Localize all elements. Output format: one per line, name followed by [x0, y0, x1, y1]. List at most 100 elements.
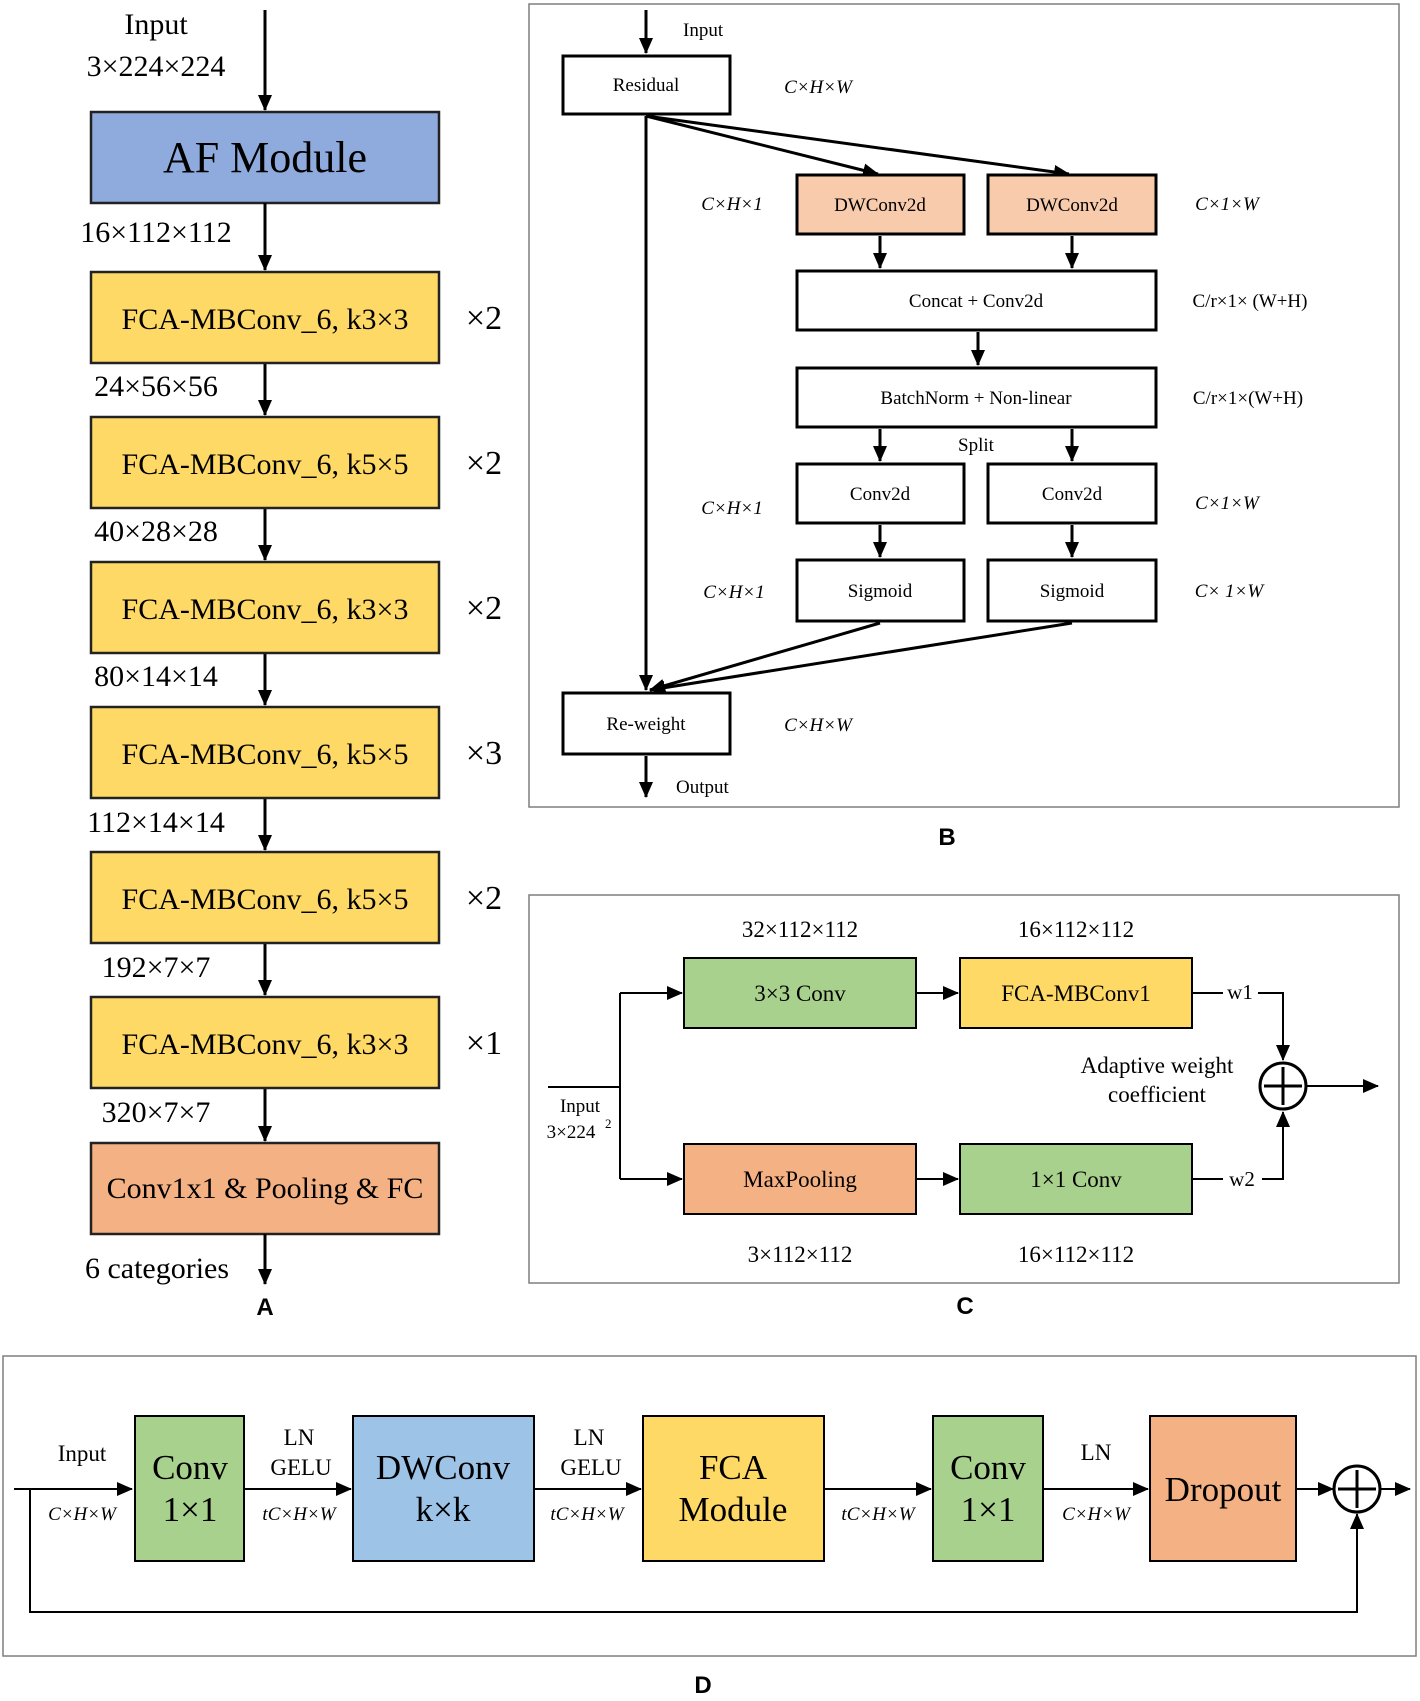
arrow-sig-left-reweight: [649, 621, 881, 693]
dwconv-right-box: [986, 173, 1158, 236]
conv1-box: [959, 1143, 1193, 1215]
panel-d-input: Input: [58, 1441, 107, 1466]
repeat-label-1: ×2: [466, 300, 502, 337]
dropout-label: Dropout: [1165, 1470, 1282, 1509]
dim-label-7: 320×7×7: [102, 1096, 211, 1129]
conv-right-label: Conv2d: [1042, 484, 1103, 505]
arrow-w1-sum: [1258, 992, 1290, 1061]
reweight-label: Re-weight: [606, 714, 686, 735]
fca-block-label-6: FCA-MBConv_6, k3×3: [122, 1028, 409, 1061]
fca-l1: FCA: [699, 1448, 768, 1487]
residual-label: Residual: [613, 75, 680, 96]
repeat-label-4: ×3: [466, 735, 502, 772]
dim-label-5: 112×14×14: [87, 806, 225, 839]
panel-a-stack: 16×112×112 24×56×56 40×28×28 80×14×14 112×14…: [80, 203, 502, 1142]
fca-block-label-5: FCA-MBConv_6, k5×5: [122, 883, 409, 916]
fca-block-2: [89, 415, 441, 510]
conv3-label: 3×3 Conv: [754, 981, 846, 1006]
dim-left-1: C×H×1: [701, 194, 763, 215]
dim-conv3: 32×112×112: [742, 917, 858, 942]
fca-mbconv1-box: [959, 957, 1193, 1029]
dim-left-2: C×H×1: [701, 498, 763, 519]
conv-left-box: [795, 462, 966, 525]
dim-d-4: tC×H×W: [841, 1504, 916, 1525]
dim-right-concat: C/r×1× (W+H): [1193, 291, 1308, 312]
panel-c: 32×112×112 16×112×112 3×3 Conv FCA-MBCon…: [528, 894, 1400, 1320]
panel-b-input: Input: [683, 20, 724, 41]
dim-maxpool: 3×112×112: [748, 1242, 853, 1267]
fca-block-1: [89, 270, 441, 365]
dim-conv1: 16×112×112: [1018, 1242, 1134, 1267]
panel-c-frame: [528, 894, 1400, 1284]
dwconv-l2: k×k: [416, 1490, 471, 1529]
panel-c-input-dim: 3×224: [547, 1122, 596, 1143]
skip-connection: [29, 1489, 1364, 1613]
dim-right-1: C×1×W: [1195, 194, 1261, 215]
panel-d-label: D: [694, 1672, 711, 1699]
dwconv-l1: DWConv: [376, 1448, 511, 1487]
conv1x1-first-l2: 1×1: [163, 1490, 218, 1529]
dim-right-2: C×1×W: [1195, 493, 1261, 514]
panel-b-output: Output: [676, 777, 730, 798]
maxpool-label: MaxPooling: [743, 1167, 857, 1192]
panel-c-label: C: [956, 1293, 973, 1320]
dwconv-right-label: DWConv2d: [1026, 195, 1118, 216]
ln-gelu-2-b: GELU: [560, 1455, 622, 1480]
dim-label-1: 16×112×112: [80, 216, 232, 249]
arrow-sig-right-reweight: [649, 621, 1073, 695]
fca-block-label-1: FCA-MBConv_6, k3×3: [122, 303, 409, 336]
panel-b-label: B: [938, 824, 955, 851]
dim-d-1: C×H×W: [48, 1504, 118, 1525]
split-label: Split: [958, 435, 995, 456]
dim-fca: 16×112×112: [1018, 917, 1134, 942]
dim-label-6: 192×7×7: [102, 951, 211, 984]
fca-l2: Module: [679, 1490, 788, 1529]
conv1x1-second-box: [932, 1415, 1044, 1562]
w2-label: w2: [1229, 1167, 1255, 1191]
dim-right-3: C× 1×W: [1195, 581, 1266, 602]
dim-label-3: 40×28×28: [94, 515, 218, 548]
panel-d-frame: [2, 1355, 1417, 1657]
conv1-label: 1×1 Conv: [1030, 1167, 1122, 1192]
fca-block-label-4: FCA-MBConv_6, k5×5: [122, 738, 409, 771]
w1-label: w1: [1227, 980, 1253, 1004]
concat-box: [795, 269, 1158, 332]
fca-block-label-2: FCA-MBConv_6, k5×5: [122, 448, 409, 481]
repeat-label-6: ×1: [466, 1025, 502, 1062]
sigmoid-left-label: Sigmoid: [848, 581, 913, 602]
panel-c-input: Input: [560, 1096, 601, 1117]
residual-box: [561, 54, 732, 116]
final-block-label: Conv1x1 & Pooling & FC: [107, 1172, 424, 1205]
repeat-label-2: ×2: [466, 445, 502, 482]
final-block-box: [89, 1141, 441, 1236]
repeat-label-5: ×2: [466, 880, 502, 917]
concat-label: Concat + Conv2d: [909, 291, 1044, 312]
dim-residual: C×H×W: [784, 77, 854, 98]
sigmoid-right-box: [986, 558, 1158, 623]
ln-3: LN: [1081, 1440, 1112, 1465]
conv-left-label: Conv2d: [850, 484, 911, 505]
dim-left-3: C×H×1: [703, 582, 765, 603]
conv-right-box: [986, 462, 1158, 525]
panel-b-frame: [528, 3, 1400, 808]
panel-a-output: 6 categories: [85, 1252, 229, 1285]
dim-label-2: 24×56×56: [94, 370, 218, 403]
sum-icon-d: [1332, 1464, 1382, 1514]
panel-a-input-dim: 3×224×224: [87, 50, 226, 83]
panel-a-label: A: [256, 1294, 273, 1321]
adaptive-line2: coefficient: [1108, 1082, 1207, 1107]
fca-block-label-3: FCA-MBConv_6, k3×3: [122, 593, 409, 626]
dim-d-5: C×H×W: [1062, 1504, 1132, 1525]
panel-a: Input 3×224×224 AF Module 16×112×112 24×5…: [80, 8, 502, 1321]
fca-block-4: [89, 705, 441, 800]
fca-module-box: [642, 1415, 825, 1562]
fca-mbconv1-label: FCA-MBConv1: [1001, 981, 1151, 1006]
dim-label-4: 80×14×14: [94, 660, 218, 693]
dim-right-bn: C/r×1×(W+H): [1193, 388, 1303, 409]
ln-gelu-2-a: LN: [574, 1425, 605, 1450]
af-module-label: AF Module: [163, 133, 367, 182]
repeat-label-3: ×2: [466, 590, 502, 627]
dim-d-3: tC×H×W: [550, 1504, 625, 1525]
panel-a-input-title: Input: [124, 8, 188, 41]
